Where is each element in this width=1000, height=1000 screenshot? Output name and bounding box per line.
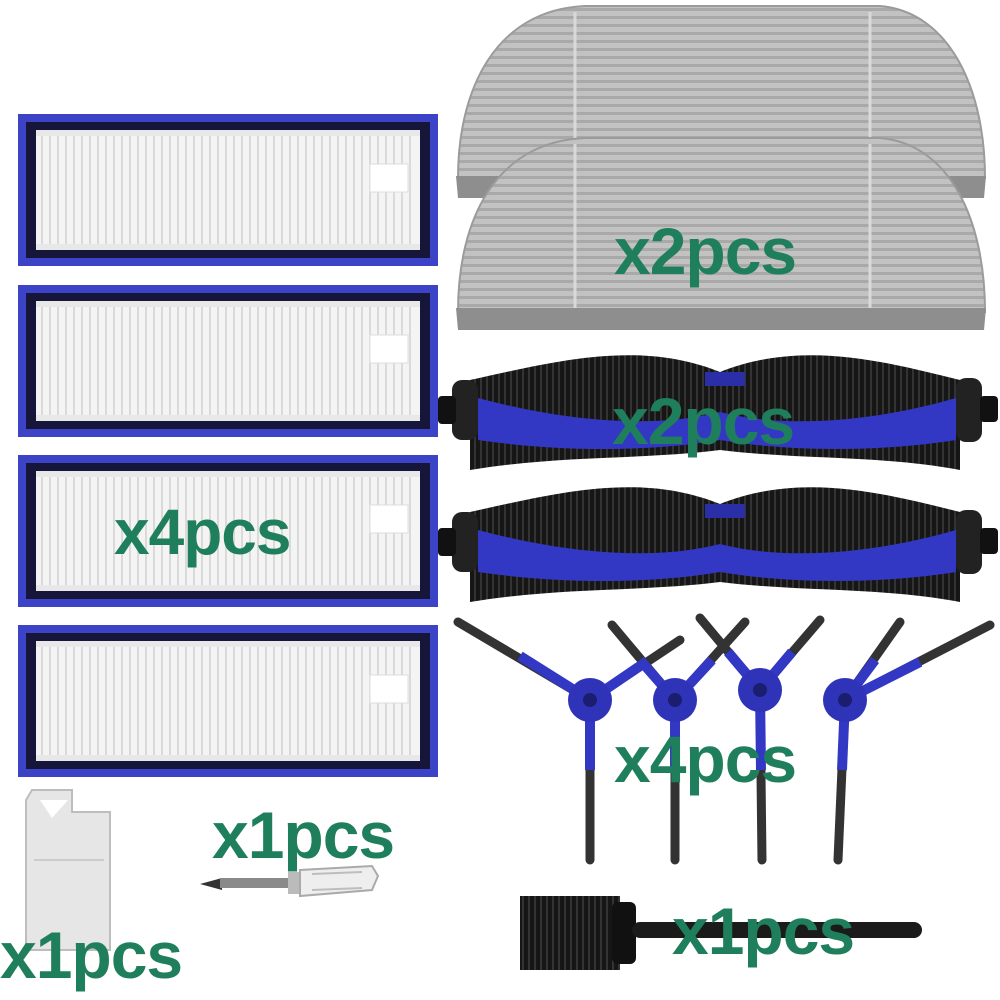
- hepa-filter: [18, 625, 438, 777]
- quantity-label-mop: x2pcs: [614, 214, 797, 288]
- quantity-label-cleaning-brush: x1pcs: [672, 894, 855, 968]
- main-roller-brush: [438, 487, 998, 602]
- cleaning-brush: [520, 896, 922, 970]
- screwdriver: [200, 864, 380, 898]
- main-roller-brush: [438, 355, 998, 470]
- side-brush: [695, 613, 825, 865]
- quantity-label-side-brush: x4pcs: [614, 722, 797, 796]
- mop-pad: [456, 137, 987, 330]
- side-brush: [823, 617, 995, 865]
- side-brush: [453, 617, 685, 865]
- side-brush: [607, 617, 750, 865]
- quantity-label-screwdriver: x1pcs: [212, 798, 395, 872]
- hepa-filter: [18, 455, 438, 607]
- quantity-label-roller-brush: x2pcs: [612, 384, 795, 458]
- cleaning-comb-tool: [25, 789, 111, 951]
- quantity-label-comb-tool: x1pcs: [0, 918, 183, 992]
- quantity-label-filter: x4pcs: [114, 496, 291, 568]
- hepa-filter: [18, 114, 438, 266]
- hepa-filter: [18, 285, 438, 437]
